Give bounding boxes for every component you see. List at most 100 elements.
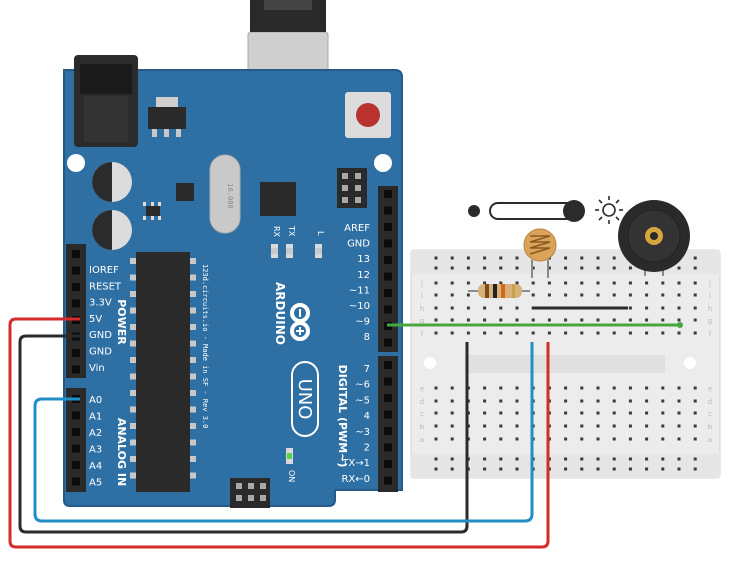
chip-pin: [130, 324, 136, 330]
breadboard-hole: [628, 424, 632, 428]
breadboard-row-letter: a: [708, 436, 712, 444]
wire-red-5v: [8, 317, 550, 549]
header-pin[interactable]: [384, 190, 392, 198]
header-pin[interactable]: [384, 410, 392, 419]
breadboard-hole: [580, 281, 584, 285]
breadboard-hole: [693, 293, 697, 297]
breadboard-hole: [450, 318, 454, 322]
header-pin[interactable]: [384, 272, 392, 281]
status-leds: RX TX L ON: [271, 225, 325, 482]
breadboard-hole: [547, 318, 551, 322]
header-pin[interactable]: [384, 289, 392, 297]
board-credit: 123d.circuits.io - Made in SF - Rev 3.0: [201, 264, 209, 428]
breadboard-hole: [450, 331, 454, 335]
analog-pin-label: A2: [89, 428, 102, 439]
header-pin[interactable]: [72, 365, 80, 374]
breadboard-hole: [661, 331, 665, 335]
header-pin[interactable]: [72, 461, 80, 469]
breadboard-hole: [677, 457, 681, 461]
header-pin[interactable]: [384, 476, 392, 485]
breadboard-hole: [564, 256, 568, 260]
breadboard-hole: [677, 411, 681, 415]
digital-pin-label: 12: [357, 270, 370, 281]
power-pin-label: 5V: [89, 314, 102, 325]
chip-pin: [130, 291, 136, 297]
breadboard-hole: [661, 437, 665, 441]
chip-pin: [190, 423, 196, 429]
chip-pin: [130, 456, 136, 462]
breadboard-hole: [596, 411, 600, 415]
breadboard-row-letter: f: [709, 330, 712, 338]
breadboard-hole: [693, 318, 697, 322]
breadboard-hole: [450, 386, 454, 390]
breadboard-hole: [450, 266, 454, 270]
header-pin[interactable]: [384, 338, 392, 347]
analog-header: [66, 388, 86, 492]
breadboard-row-letter: i: [709, 292, 711, 300]
crystal-label: 16.000: [226, 183, 234, 208]
breadboard-hole: [661, 399, 665, 403]
breadboard-hole: [450, 437, 454, 441]
breadboard-hole: [580, 457, 584, 461]
light-slider[interactable]: [468, 196, 623, 224]
led-label-l: L: [316, 231, 325, 236]
breadboard-hole: [564, 457, 568, 461]
breadboard-hole: [645, 399, 649, 403]
breadboard-hole: [677, 306, 681, 310]
header-pin[interactable]: [384, 256, 392, 264]
header-pin[interactable]: [72, 428, 80, 436]
breadboard-hole: [693, 281, 697, 285]
header-pin[interactable]: [384, 206, 392, 215]
breadboard-hole: [628, 411, 632, 415]
header-pin[interactable]: [72, 299, 80, 308]
header-pin[interactable]: [72, 349, 80, 357]
header-pin[interactable]: [384, 361, 392, 369]
header-pin[interactable]: [384, 427, 392, 435]
slider-knob[interactable]: [563, 200, 585, 222]
header-pin[interactable]: [72, 266, 80, 275]
header-pin[interactable]: [384, 377, 392, 386]
header-pin[interactable]: [384, 223, 392, 231]
reset-button[interactable]: [345, 92, 391, 138]
breadboard-hole: [693, 437, 697, 441]
chip-pin: [190, 439, 196, 446]
header-pin[interactable]: [72, 250, 80, 258]
breadboard-hole: [434, 437, 438, 441]
breadboard-hole: [434, 424, 438, 428]
breadboard-hole: [693, 467, 697, 471]
analog-pin-label: A3: [89, 445, 102, 456]
header-pin[interactable]: [384, 305, 392, 314]
breadboard-hole: [661, 306, 665, 310]
breadboard-hole: [596, 399, 600, 403]
breadboard-row-letter: g: [420, 317, 424, 325]
breadboard-hole: [693, 411, 697, 415]
breadboard-hole: [515, 411, 519, 415]
header-pin[interactable]: [72, 411, 80, 420]
breadboard-hole: [580, 386, 584, 390]
breadboard-hole: [661, 457, 665, 461]
breadboard-hole: [612, 293, 616, 297]
breadboard-hole: [612, 331, 616, 335]
breadboard-hole: [564, 411, 568, 415]
chip-pin: [130, 373, 136, 380]
chip-pin: [190, 390, 196, 396]
header-pin[interactable]: [384, 460, 392, 468]
header-pin[interactable]: [72, 477, 80, 486]
breadboard-hole: [499, 318, 503, 322]
breadboard-hole: [499, 306, 503, 310]
header-pin[interactable]: [384, 443, 392, 452]
breadboard-hole: [434, 411, 438, 415]
breadboard-hole: [499, 437, 503, 441]
breadboard-hole: [434, 457, 438, 461]
breadboard-hole: [434, 331, 438, 335]
breadboard-hole: [693, 331, 697, 335]
breadboard-hole: [434, 281, 438, 285]
breadboard-hole: [645, 467, 649, 471]
header-pin[interactable]: [384, 394, 392, 402]
header-pin[interactable]: [72, 283, 80, 291]
power-pin-label: RESET: [89, 281, 122, 292]
header-pin[interactable]: [72, 444, 80, 453]
breadboard-hole: [564, 318, 568, 322]
chip-pin: [130, 274, 136, 281]
header-pin[interactable]: [384, 239, 392, 248]
